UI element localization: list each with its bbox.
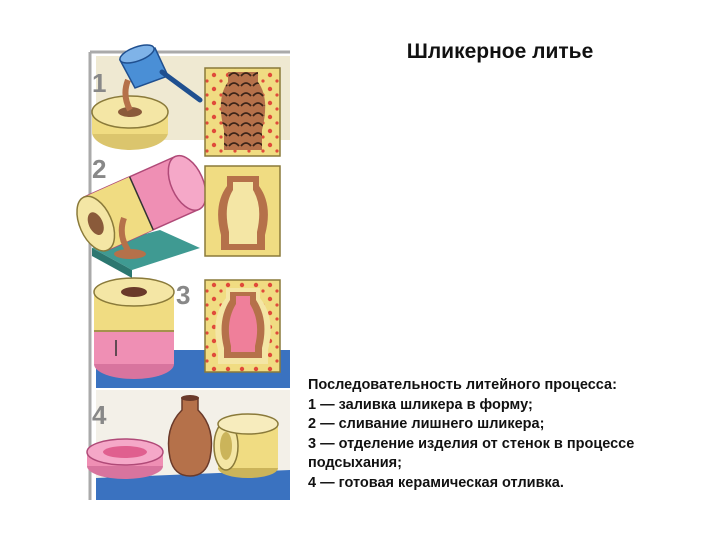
ceramic-vase-icon [167,395,213,477]
step-number-3: 3 [176,280,190,310]
step-2-illustration [76,154,281,278]
slide-title: Шликерное литье [406,40,594,63]
caption-line: 3 — отделение изделия от стенок в процес… [308,435,635,452]
caption-heading: Последовательность литейного процесса: [308,377,617,393]
step-number-2: 2 [92,154,106,184]
slip-casting-illustration: 1 2 3 4 [76,44,290,500]
step-number-1: 1 [92,68,106,98]
caption-line: 2 — сливание лишнего шликера; [308,416,545,432]
pitcher-icon [118,44,203,103]
step-1-illustration [91,44,290,157]
frame-lines [88,50,290,500]
caption: Последовательность литейного процесса: 1… [308,376,688,493]
caption-line: 1 — заливка шликера в форму; [308,396,533,413]
step-number-4: 4 [92,400,107,430]
caption-line: 4 — готовая керамическая отливка. [308,474,564,491]
step-3-illustration [93,277,290,388]
step-4-illustration [86,390,290,500]
caption-line: подсыхания; [308,455,402,471]
